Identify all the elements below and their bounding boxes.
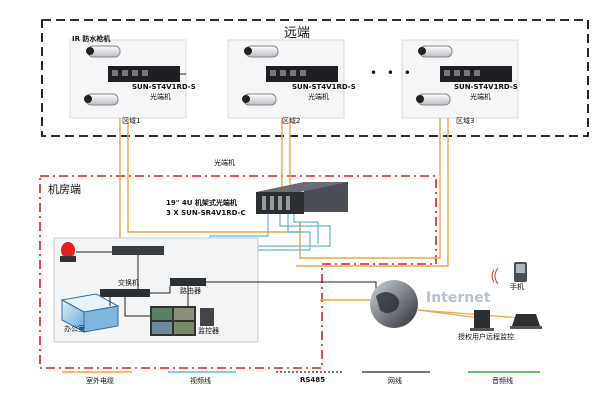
more-zones-ellipsis: • • •: [370, 66, 414, 80]
legend-outdoor-cable: 室外电缆: [86, 377, 114, 385]
remote-site-frame: [41, 19, 589, 137]
zone-2-model: SUN-ST4V1RD-S: [292, 83, 356, 91]
remote-laptop-icon: [510, 314, 542, 329]
remote-site-title: 远端: [284, 26, 311, 41]
outdoor-cables: [119, 118, 449, 267]
legend-audio-line: 音频线: [492, 377, 513, 385]
remote-user-links: [417, 309, 523, 319]
remote-pc-icon: [470, 310, 494, 331]
legend-video-line: 视频线: [190, 377, 211, 385]
monitor-device-icon: [200, 308, 214, 326]
office-label: 办公室: [64, 325, 85, 333]
mobile-phone-icon: [491, 262, 527, 285]
zone-1-area: 区域1: [122, 117, 141, 125]
machine-room-frame: [39, 175, 437, 369]
zone-2-devices: [242, 45, 338, 106]
zone-1-devices: [84, 45, 186, 106]
rack-model-line2: 3 X SUN-SR4V1RD-C: [166, 209, 246, 217]
monitor-label: 监控器: [198, 327, 219, 335]
monitor-wall-icon: [150, 306, 196, 336]
zone-1-device: 光端机: [150, 93, 171, 101]
internet-globe-icon: [370, 280, 418, 328]
zone-3-devices: [416, 45, 512, 106]
legend-network-line: 网线: [388, 377, 402, 385]
office-icon: [60, 293, 120, 333]
zone-3-model: SUN-ST4V1RD-S: [454, 83, 518, 91]
zone-2-area: 区域2: [282, 117, 301, 125]
legend-rs485: RS485: [300, 376, 326, 384]
switch-icon: [100, 289, 150, 297]
zone-2-device: 光端机: [308, 93, 329, 101]
remote-users-label: 授权用户远程监控: [458, 333, 514, 341]
rack-optical-transceiver-icon: [256, 182, 348, 214]
rack-model-line1: 19" 4U 机架式光端机: [166, 199, 237, 207]
machine-room-title: 机房端: [48, 183, 81, 196]
alarm-light-icon: [60, 242, 76, 262]
router-label: 路由器: [180, 287, 201, 295]
zone-3-device: 光端机: [470, 93, 491, 101]
router-icon: [170, 278, 206, 286]
internet-label: Internet: [426, 290, 491, 306]
fiber-converter-label: 光端机: [214, 159, 235, 167]
zone-1-model: SUN-ST4V1RD-S: [132, 83, 196, 91]
dvr-icon: [112, 246, 164, 255]
zone-3-area: 区域3: [456, 117, 475, 125]
ir-camera-label: IR 防水枪机: [72, 35, 111, 43]
phone-label: 手机: [510, 283, 524, 291]
switch-label: 交换机: [118, 279, 139, 287]
